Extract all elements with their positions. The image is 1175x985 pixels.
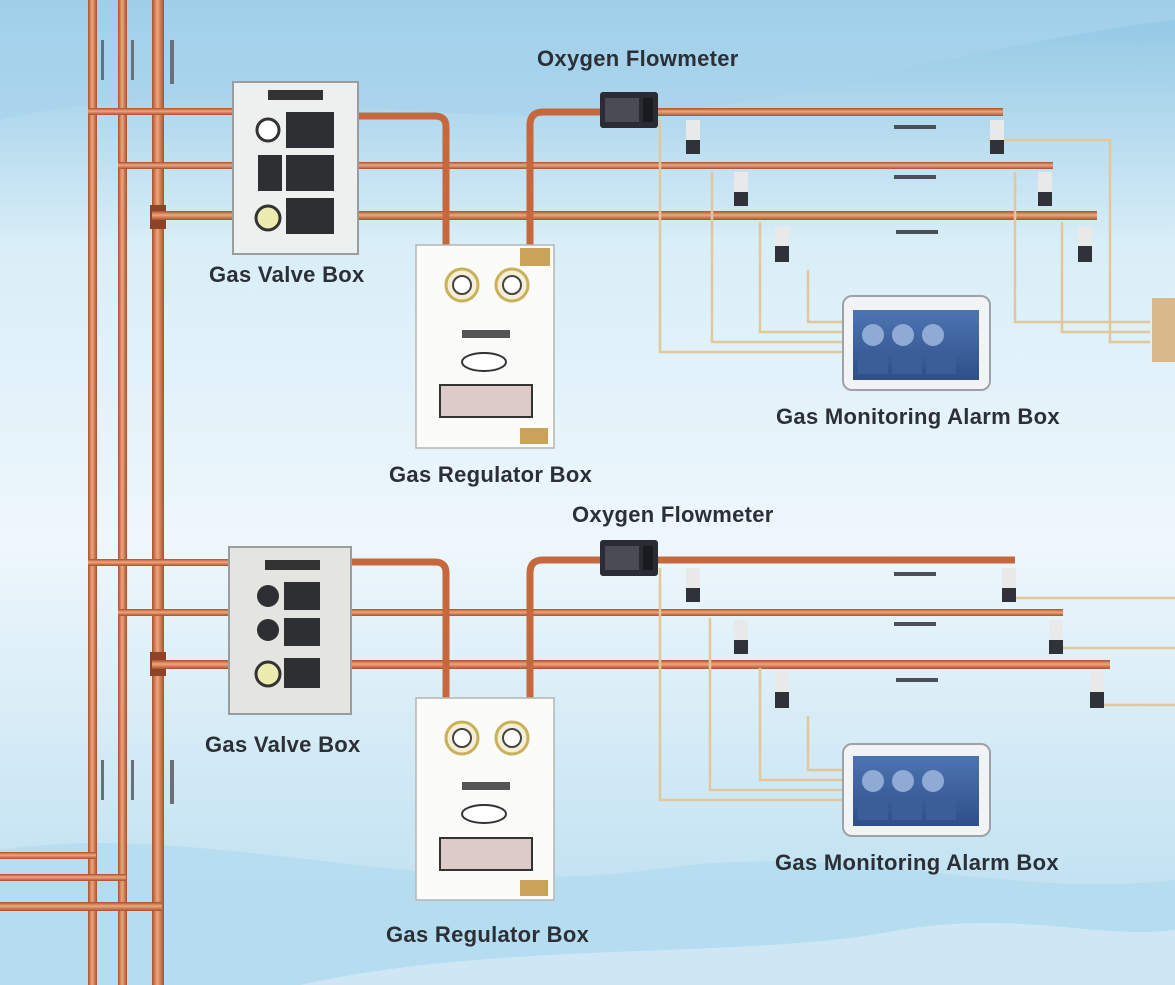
valve-box-label: Gas Valve Box [205,732,361,757]
unit-2-pipes [88,556,1110,700]
unit-1-pipes [88,108,1097,255]
edge-device [1152,298,1175,362]
regulator-box-label: Gas Regulator Box [389,462,593,487]
alarm-box-label: Gas Monitoring Alarm Box [776,404,1060,429]
flowmeter-label: Oxygen Flowmeter [537,46,739,71]
gas-monitoring-alarm-icon [842,295,991,391]
valve-box-label: Gas Valve Box [209,262,365,287]
flowmeter-label: Oxygen Flowmeter [572,502,774,527]
oxygen-flowmeter-icon [600,92,658,128]
unit-1-wires [658,120,1150,354]
regulator-box-label: Gas Regulator Box [386,922,590,947]
background-wave [300,922,1175,985]
gas-sensor-icon [686,120,1092,262]
alarm-box-label: Gas Monitoring Alarm Box [775,850,1059,875]
gas-sensor-icon [686,568,1104,708]
gas-regulator-box-icon [415,697,555,901]
gas-valve-box-icon [232,81,359,255]
vertical-risers [88,0,174,985]
floor-stubs [0,852,162,911]
gas-valve-box-icon [228,546,352,715]
gas-monitoring-alarm-icon [842,743,991,837]
oxygen-flowmeter-icon [600,540,658,576]
gas-regulator-box-icon [415,244,555,449]
unit-2-wires [658,568,1175,802]
